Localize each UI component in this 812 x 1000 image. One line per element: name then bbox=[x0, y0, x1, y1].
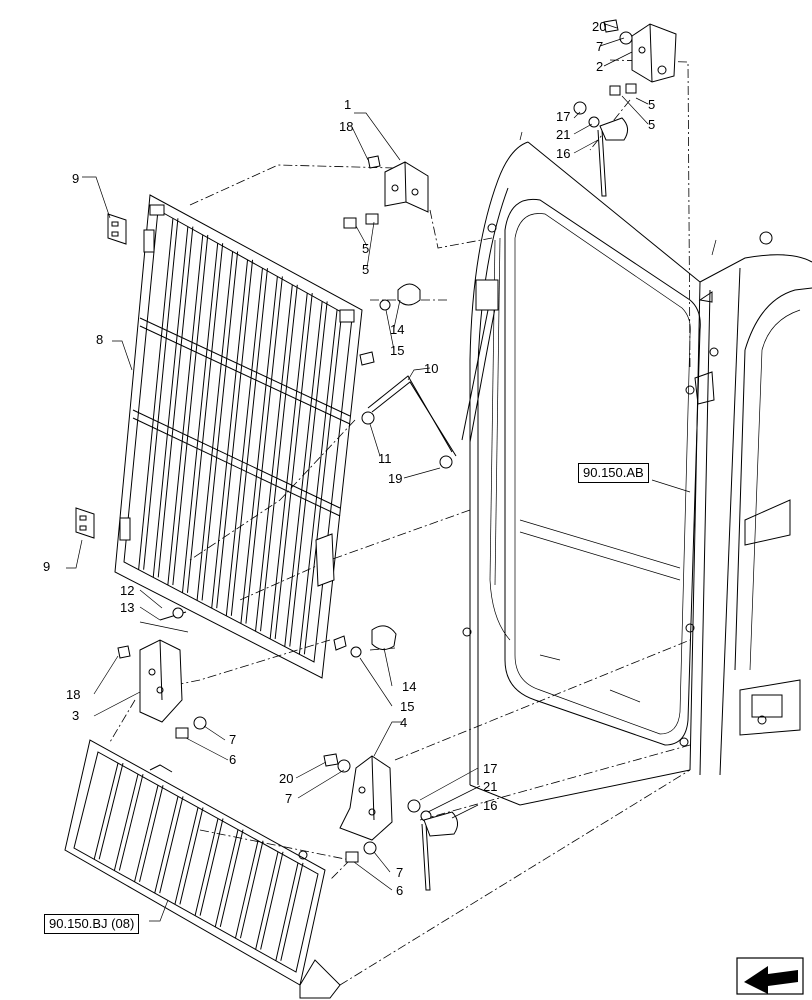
lower-guard-bar bbox=[194, 818, 219, 916]
leader-lines bbox=[66, 23, 691, 922]
grid-bar bbox=[260, 284, 298, 632]
lower-guard-bar bbox=[275, 862, 299, 961]
grid-bar bbox=[157, 226, 194, 578]
grid-bar bbox=[255, 284, 293, 632]
lower-guard-bar bbox=[113, 774, 139, 871]
grid-bar bbox=[303, 309, 343, 655]
guard-grid bbox=[114, 194, 375, 679]
lower-guard-bar bbox=[118, 774, 144, 871]
lower-guard-bar bbox=[93, 762, 119, 860]
cab-structure bbox=[461, 131, 812, 806]
bracket-1 bbox=[384, 161, 429, 213]
callout-15-top: 15 bbox=[390, 343, 405, 358]
lower-guard-bar bbox=[214, 829, 239, 928]
callout-14-bottom: 14 bbox=[402, 679, 417, 694]
grid-bar bbox=[181, 243, 219, 593]
hinge-bracket-9-bottom bbox=[75, 507, 95, 539]
grid-bar bbox=[167, 234, 204, 586]
lower-guard-bar bbox=[260, 851, 284, 950]
arrow-icon bbox=[736, 957, 804, 995]
lower-guard-bar bbox=[98, 762, 124, 860]
grid-bar bbox=[152, 226, 189, 578]
grid-bar bbox=[143, 218, 179, 570]
hardware bbox=[117, 19, 637, 891]
bracket-2 bbox=[631, 23, 677, 83]
ref-90-150-bj[interactable]: 90.150.BJ (08) bbox=[44, 914, 140, 934]
callout-5-top-b: 5 bbox=[648, 117, 656, 132]
callout-15-bottom: 15 bbox=[400, 699, 415, 714]
grid-bar bbox=[269, 293, 308, 639]
callout-9-top: 9 bbox=[72, 171, 80, 186]
lower-guard-bar bbox=[280, 862, 304, 961]
grid-bar bbox=[240, 276, 278, 624]
callout-21-top: 21 bbox=[556, 127, 571, 142]
callout-17-top: 17 bbox=[556, 109, 571, 124]
lower-guard bbox=[64, 739, 341, 999]
callout-19: 19 bbox=[388, 471, 403, 486]
callout-3: 3 bbox=[72, 708, 80, 723]
lower-guard-bar bbox=[179, 807, 204, 905]
lower-guard-bar bbox=[219, 829, 244, 928]
callout-20-bottom: 20 bbox=[279, 771, 294, 786]
callout-18-top: 18 bbox=[339, 119, 354, 134]
grid-bar bbox=[230, 268, 268, 616]
grid-bar bbox=[138, 218, 174, 570]
callout-8: 8 bbox=[96, 332, 104, 347]
grid-bar bbox=[172, 234, 209, 586]
callout-1: 1 bbox=[344, 97, 352, 112]
lower-guard-bar bbox=[159, 796, 184, 894]
callout-16-bottom: 16 bbox=[483, 798, 498, 813]
lower-guard-bar bbox=[174, 807, 199, 905]
callout-17-bottom: 17 bbox=[483, 761, 498, 776]
callout-2: 2 bbox=[596, 59, 604, 74]
callout-6-left: 6 bbox=[229, 752, 237, 767]
callout-11: 11 bbox=[378, 451, 392, 466]
lower-guard-bar bbox=[154, 796, 179, 894]
grid-bar bbox=[211, 259, 249, 609]
callout-16-top: 16 bbox=[556, 146, 571, 161]
grid-bar bbox=[201, 251, 239, 601]
grid-bar bbox=[225, 268, 263, 616]
grid-bar bbox=[186, 243, 224, 593]
callout-7-mid: 7 bbox=[285, 791, 293, 806]
callout-13: 13 bbox=[120, 600, 135, 615]
callout-18-bottom: 18 bbox=[66, 687, 81, 702]
lower-guard-bar bbox=[239, 840, 264, 939]
lower-guard-bar bbox=[234, 840, 259, 939]
callout-7-bottom: 7 bbox=[396, 865, 404, 880]
callout-6-bottom: 6 bbox=[396, 883, 404, 898]
callout-7-top: 7 bbox=[596, 39, 604, 54]
callout-9-bottom: 9 bbox=[43, 559, 51, 574]
callout-10: 10 bbox=[424, 361, 439, 376]
lower-guard-bar bbox=[199, 818, 224, 916]
grid-bar bbox=[196, 251, 234, 601]
grid-bar bbox=[274, 293, 313, 639]
callout-5-top-a: 5 bbox=[648, 97, 656, 112]
callout-21-bottom: 21 bbox=[483, 779, 498, 794]
grid-bar bbox=[245, 276, 283, 624]
bracket-3 bbox=[139, 639, 183, 723]
grid-bar bbox=[216, 259, 254, 609]
callout-14-top: 14 bbox=[390, 322, 405, 337]
hinge-bracket-9-top bbox=[107, 213, 127, 245]
callout-4: 4 bbox=[400, 715, 408, 730]
callout-20-top: 20 bbox=[592, 19, 607, 34]
lower-guard-bar bbox=[139, 785, 164, 882]
callout-12: 12 bbox=[120, 583, 135, 598]
bracket-4 bbox=[339, 755, 393, 841]
grid-bar bbox=[284, 301, 323, 647]
grid-bar bbox=[289, 301, 328, 647]
callout-5-mid-a: 5 bbox=[362, 241, 370, 256]
callout-5-mid-b: 5 bbox=[362, 262, 370, 277]
grid-bar bbox=[298, 309, 338, 655]
ref-90-150-ab[interactable]: 90.150.AB bbox=[578, 463, 649, 483]
callout-7-left: 7 bbox=[229, 732, 237, 747]
lower-guard-bar bbox=[255, 851, 279, 950]
lower-guard-bar bbox=[134, 785, 159, 882]
